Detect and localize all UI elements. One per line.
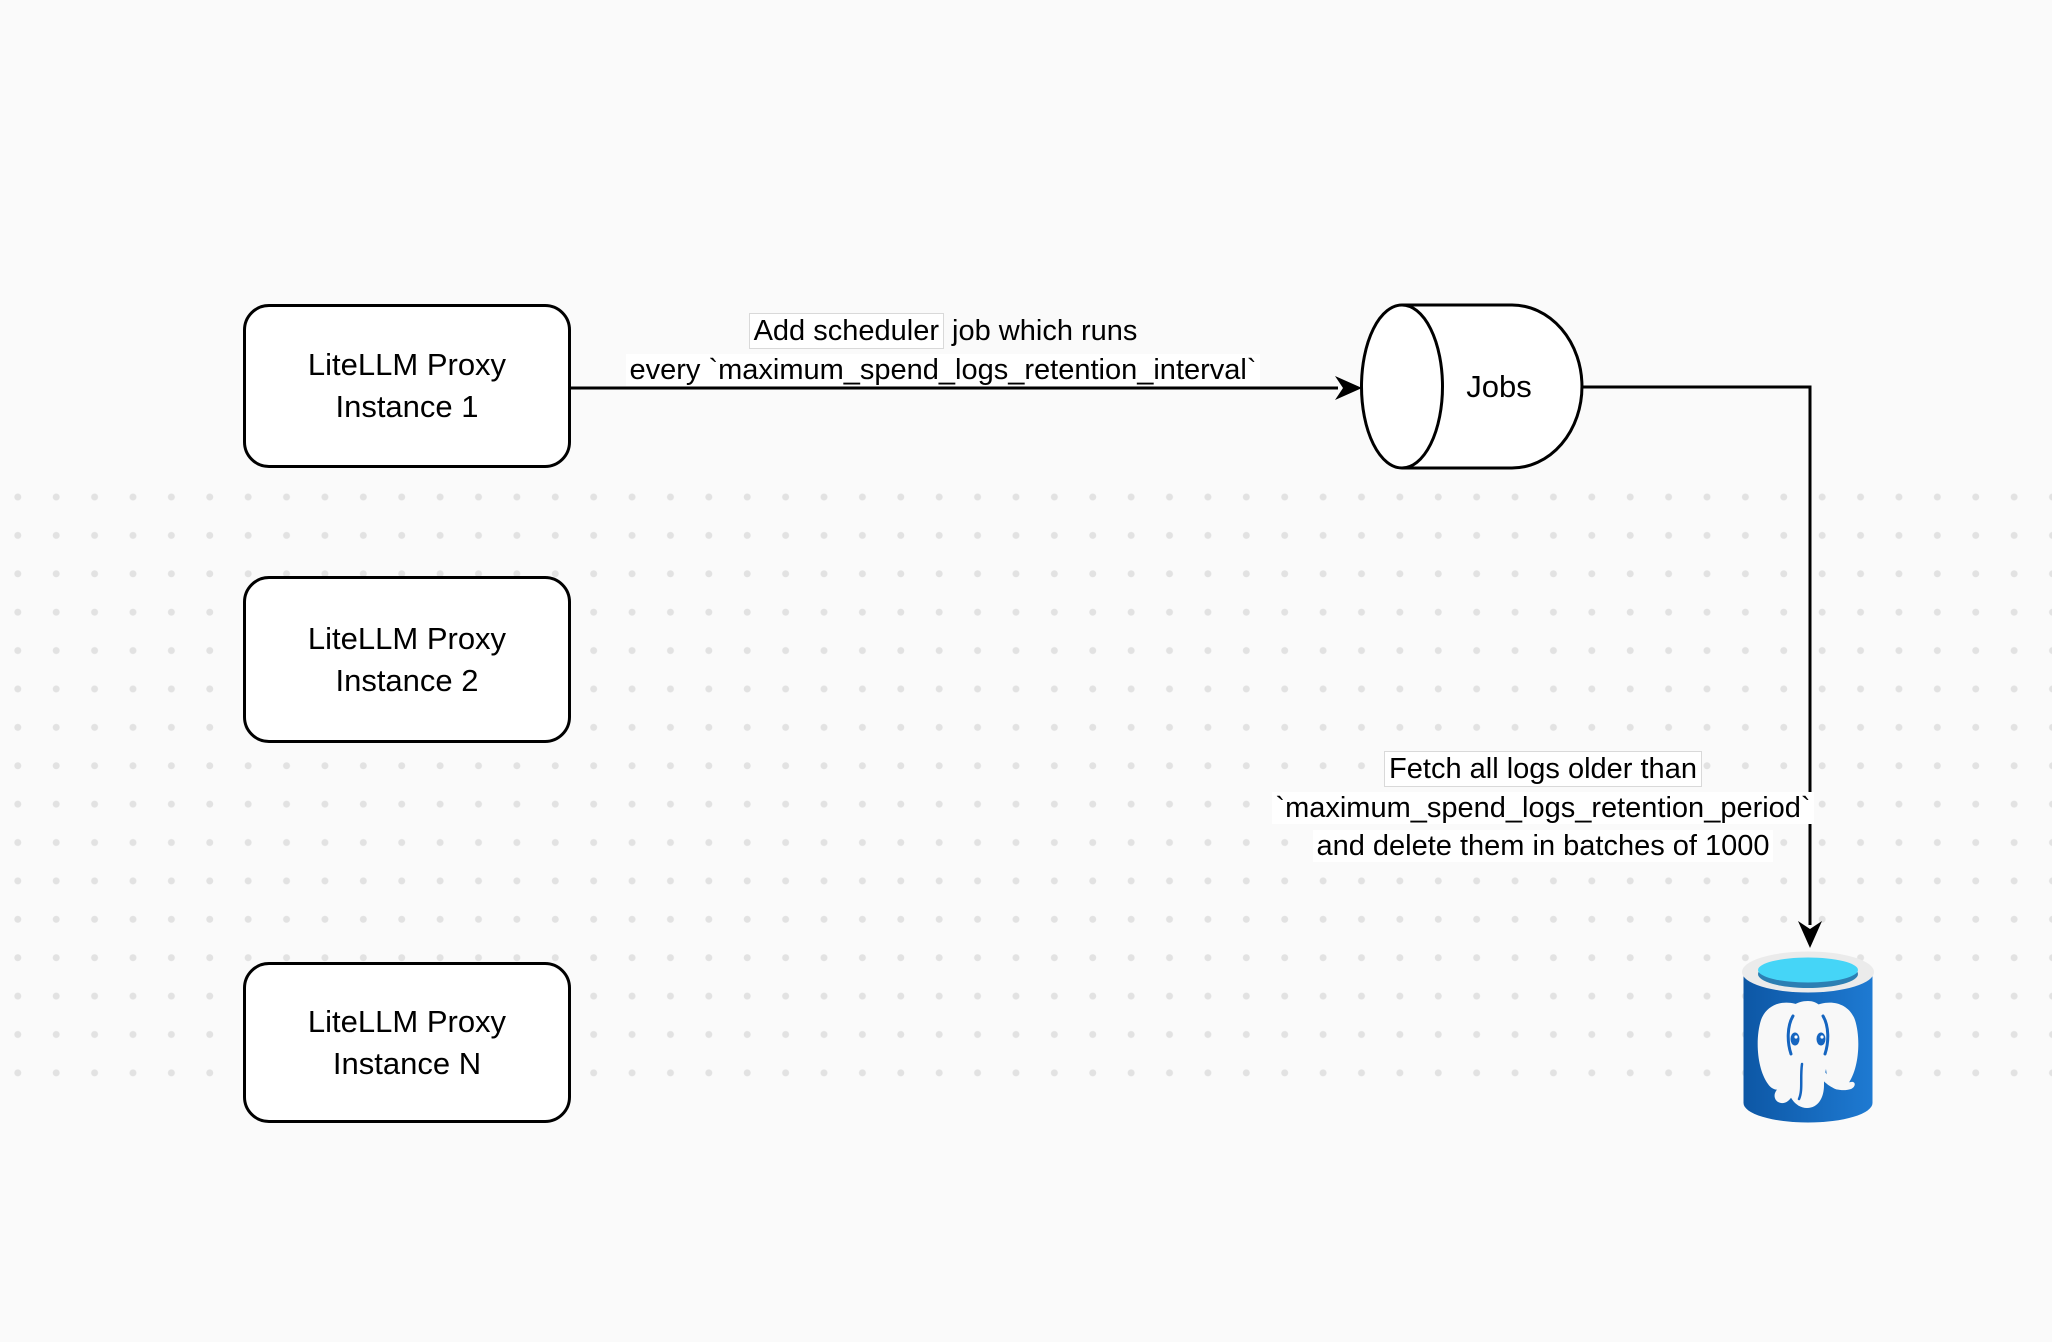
- jobs-cylinder[interactable]: [1360, 303, 1584, 470]
- edge-label-boxed-text: Add scheduler: [748, 313, 944, 349]
- edge-label-boxed-text: Fetch all logs older than: [1384, 751, 1702, 787]
- arrowhead-down-icon: [1798, 921, 1822, 948]
- node-label-line: Instance 2: [335, 662, 479, 698]
- node-litellm-proxy-instance-n[interactable]: LiteLLM Proxy Instance N: [243, 962, 571, 1123]
- edge-fetch-arrow[interactable]: [1582, 385, 1822, 948]
- postgres-liquid: [1758, 957, 1858, 983]
- node-litellm-proxy-instance-2[interactable]: LiteLLM Proxy Instance 2: [243, 576, 571, 743]
- edge-label-line: Fetch all logs older than: [1143, 750, 1943, 789]
- edge-scheduler-arrow[interactable]: [571, 376, 1362, 400]
- node-label-line: Instance N: [332, 1045, 482, 1081]
- node-label-line: LiteLLM Proxy: [307, 1003, 507, 1039]
- node-label-line: Instance 1: [335, 389, 479, 424]
- edge-label-line: and delete them in batches of 1000: [1143, 827, 1943, 866]
- postgres-database-icon[interactable]: [1742, 951, 1874, 1123]
- node-litellm-proxy-instance-1[interactable]: LiteLLM Proxy Instance 1: [243, 304, 571, 468]
- node-label-line: LiteLLM Proxy: [307, 620, 507, 656]
- arrowhead-right-icon: [1335, 376, 1362, 400]
- jobs-node-label: Jobs: [1419, 366, 1579, 408]
- node-label-line: LiteLLM Proxy: [307, 347, 507, 382]
- edge-label-scheduler: Add scheduler job which runs every `maxi…: [543, 312, 1343, 389]
- edge-label-line: `maximum_spend_logs_retention_period`: [1143, 789, 1943, 828]
- postgres-elephant-icon: [1757, 1001, 1859, 1108]
- edge-label-line: every `maximum_spend_logs_retention_inte…: [543, 351, 1343, 390]
- jobs-label-text: Jobs: [1466, 369, 1532, 404]
- edge-label-line: Add scheduler job which runs: [543, 312, 1343, 351]
- edge-label-fetch: Fetch all logs older than `maximum_spend…: [1143, 750, 1943, 866]
